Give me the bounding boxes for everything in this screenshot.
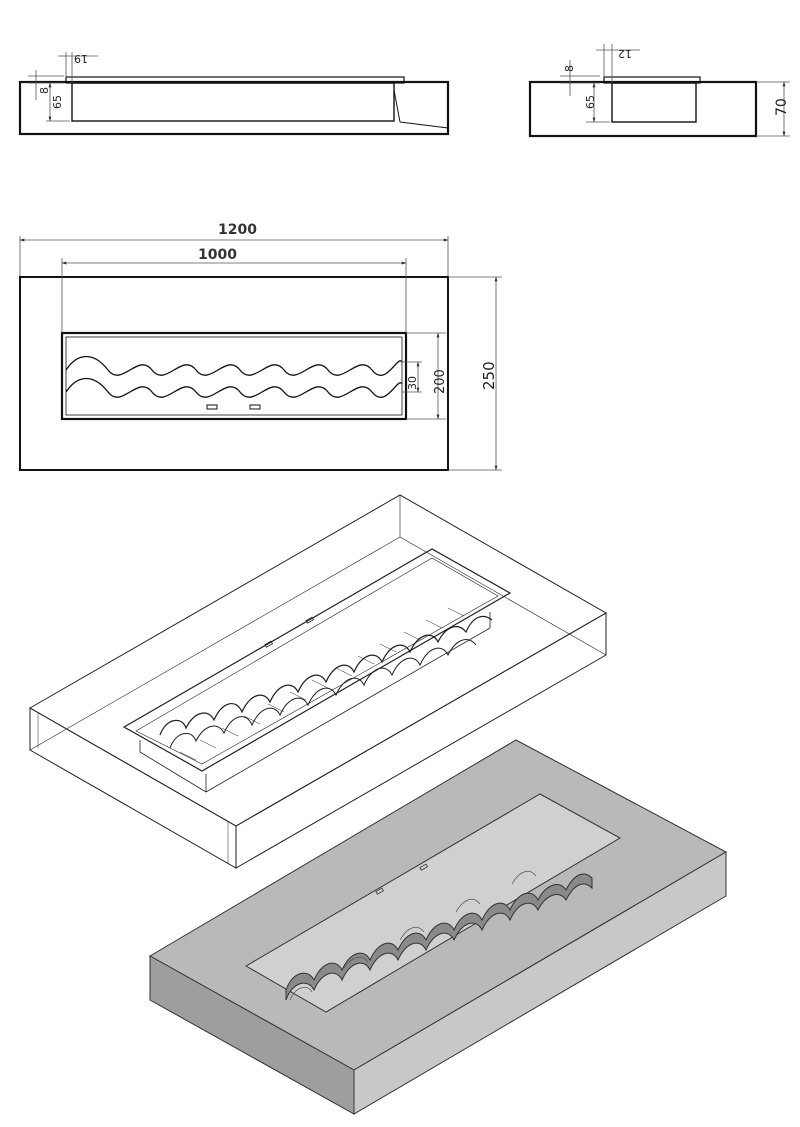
top-dim-30: 30 <box>406 376 419 390</box>
shaded-slot-b <box>419 863 429 871</box>
side-view-long: 19 8 65 <box>18 52 450 136</box>
top-burner-opening <box>60 331 408 421</box>
top-dim-1200: 1200 <box>218 222 257 238</box>
shaded-wave-opening <box>285 873 593 1001</box>
side-long-dim-19: 19 <box>74 52 88 65</box>
side-short-dim-8: 8 <box>563 65 576 72</box>
side-long-dim-65: 65 <box>51 95 64 109</box>
shaded-burner-plate <box>245 793 622 1013</box>
side-short-dim-70: 70 <box>774 98 790 116</box>
side-view-short: 12 8 65 70 <box>528 44 790 138</box>
side-long-body <box>18 80 450 136</box>
shaded-slot-a <box>375 887 385 895</box>
wire-slot-a <box>264 640 274 648</box>
wire-wave-lower <box>169 639 477 749</box>
wire-burner-plate <box>122 548 512 772</box>
wire-slot-b <box>305 616 315 624</box>
top-dim-200: 200 <box>433 369 448 394</box>
side-long-dim-8: 8 <box>38 87 51 94</box>
side-short-body <box>528 80 758 138</box>
top-view: 1200 1000 200 30 250 <box>19 222 502 471</box>
top-dim-1000: 1000 <box>198 247 237 263</box>
side-long-burner <box>71 82 395 122</box>
top-slot-left <box>206 404 218 410</box>
side-short-burner <box>611 82 697 123</box>
isometric-wireframe-view <box>28 494 608 869</box>
shaded-slab-side <box>353 851 727 1115</box>
wire-wave-upper <box>159 615 493 736</box>
side-short-dim-12: 12 <box>618 47 632 60</box>
side-short-dim-65: 65 <box>584 95 597 109</box>
top-wave-upper <box>65 355 403 376</box>
top-slot-right <box>249 404 261 410</box>
top-wave-lower <box>65 377 403 398</box>
top-outer-frame <box>19 276 449 471</box>
top-dim-250: 250 <box>480 361 498 390</box>
isometric-shaded-view <box>148 739 728 1115</box>
